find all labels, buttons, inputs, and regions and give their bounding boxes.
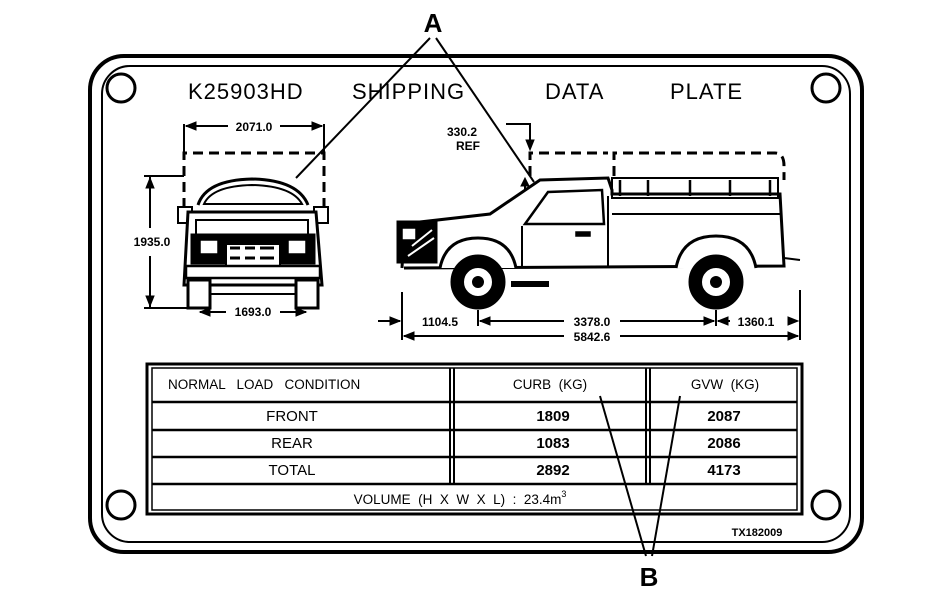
- row-front-gvw: 2087: [707, 408, 740, 425]
- volume-row: VOLUME (H X W X L) : 23.4m3: [354, 489, 567, 507]
- mounting-hole-top-left: [105, 72, 137, 104]
- title-word-data: DATA: [545, 79, 604, 104]
- row-front-curb: 1809: [536, 408, 569, 425]
- volume-text: VOLUME (H X W X L) : 23.4m: [354, 492, 562, 507]
- plate-title: K25903HD SHIPPING DATA PLATE: [188, 79, 743, 104]
- mounting-hole-bottom-right: [810, 489, 842, 521]
- row-rear-curb: 1083: [536, 435, 569, 452]
- track-label: 1693.0: [235, 305, 272, 319]
- front-overhang-label: 1104.5: [422, 315, 458, 329]
- ref-value-label: 330.2: [447, 125, 477, 139]
- ref-text-label: REF: [456, 139, 480, 153]
- front-width-label: 2071.0: [236, 120, 273, 134]
- volume-superscript: 3: [561, 489, 566, 499]
- callout-b-leaders: [599, 395, 681, 557]
- header-curb: CURB (KG): [513, 377, 587, 392]
- truck-front-view: [144, 121, 329, 317]
- row-rear-gvw: 2086: [707, 435, 740, 452]
- callout-b-label: B: [640, 562, 659, 592]
- row-total-curb: 2892: [536, 462, 569, 479]
- callout-a-label: A: [424, 8, 443, 38]
- plate-outline: [88, 54, 864, 554]
- wheelbase-label: 3378.0: [574, 315, 611, 329]
- row-total-gvw: 4173: [707, 462, 740, 479]
- figure-code: TX182009: [732, 527, 783, 539]
- rear-overhang-label: 1360.1: [738, 315, 775, 329]
- title-word-shipping: SHIPPING: [352, 79, 465, 104]
- row-rear-label: REAR: [271, 435, 313, 452]
- overall-length-label: 5842.6: [574, 330, 611, 344]
- row-total-label: TOTAL: [269, 462, 316, 479]
- title-word-plate: PLATE: [670, 79, 743, 104]
- header-gvw: GVW (KG): [691, 377, 759, 392]
- height-label: 1935.0: [134, 235, 171, 249]
- row-front-label: FRONT: [266, 408, 318, 425]
- truck-side-view: [378, 123, 801, 341]
- load-table: [145, 362, 804, 516]
- mounting-hole-top-right: [810, 72, 842, 104]
- title-model: K25903HD: [188, 79, 304, 104]
- mounting-hole-bottom-left: [105, 489, 137, 521]
- header-condition: NORMAL LOAD CONDITION: [168, 377, 360, 392]
- callout-a-leaders: [295, 37, 535, 183]
